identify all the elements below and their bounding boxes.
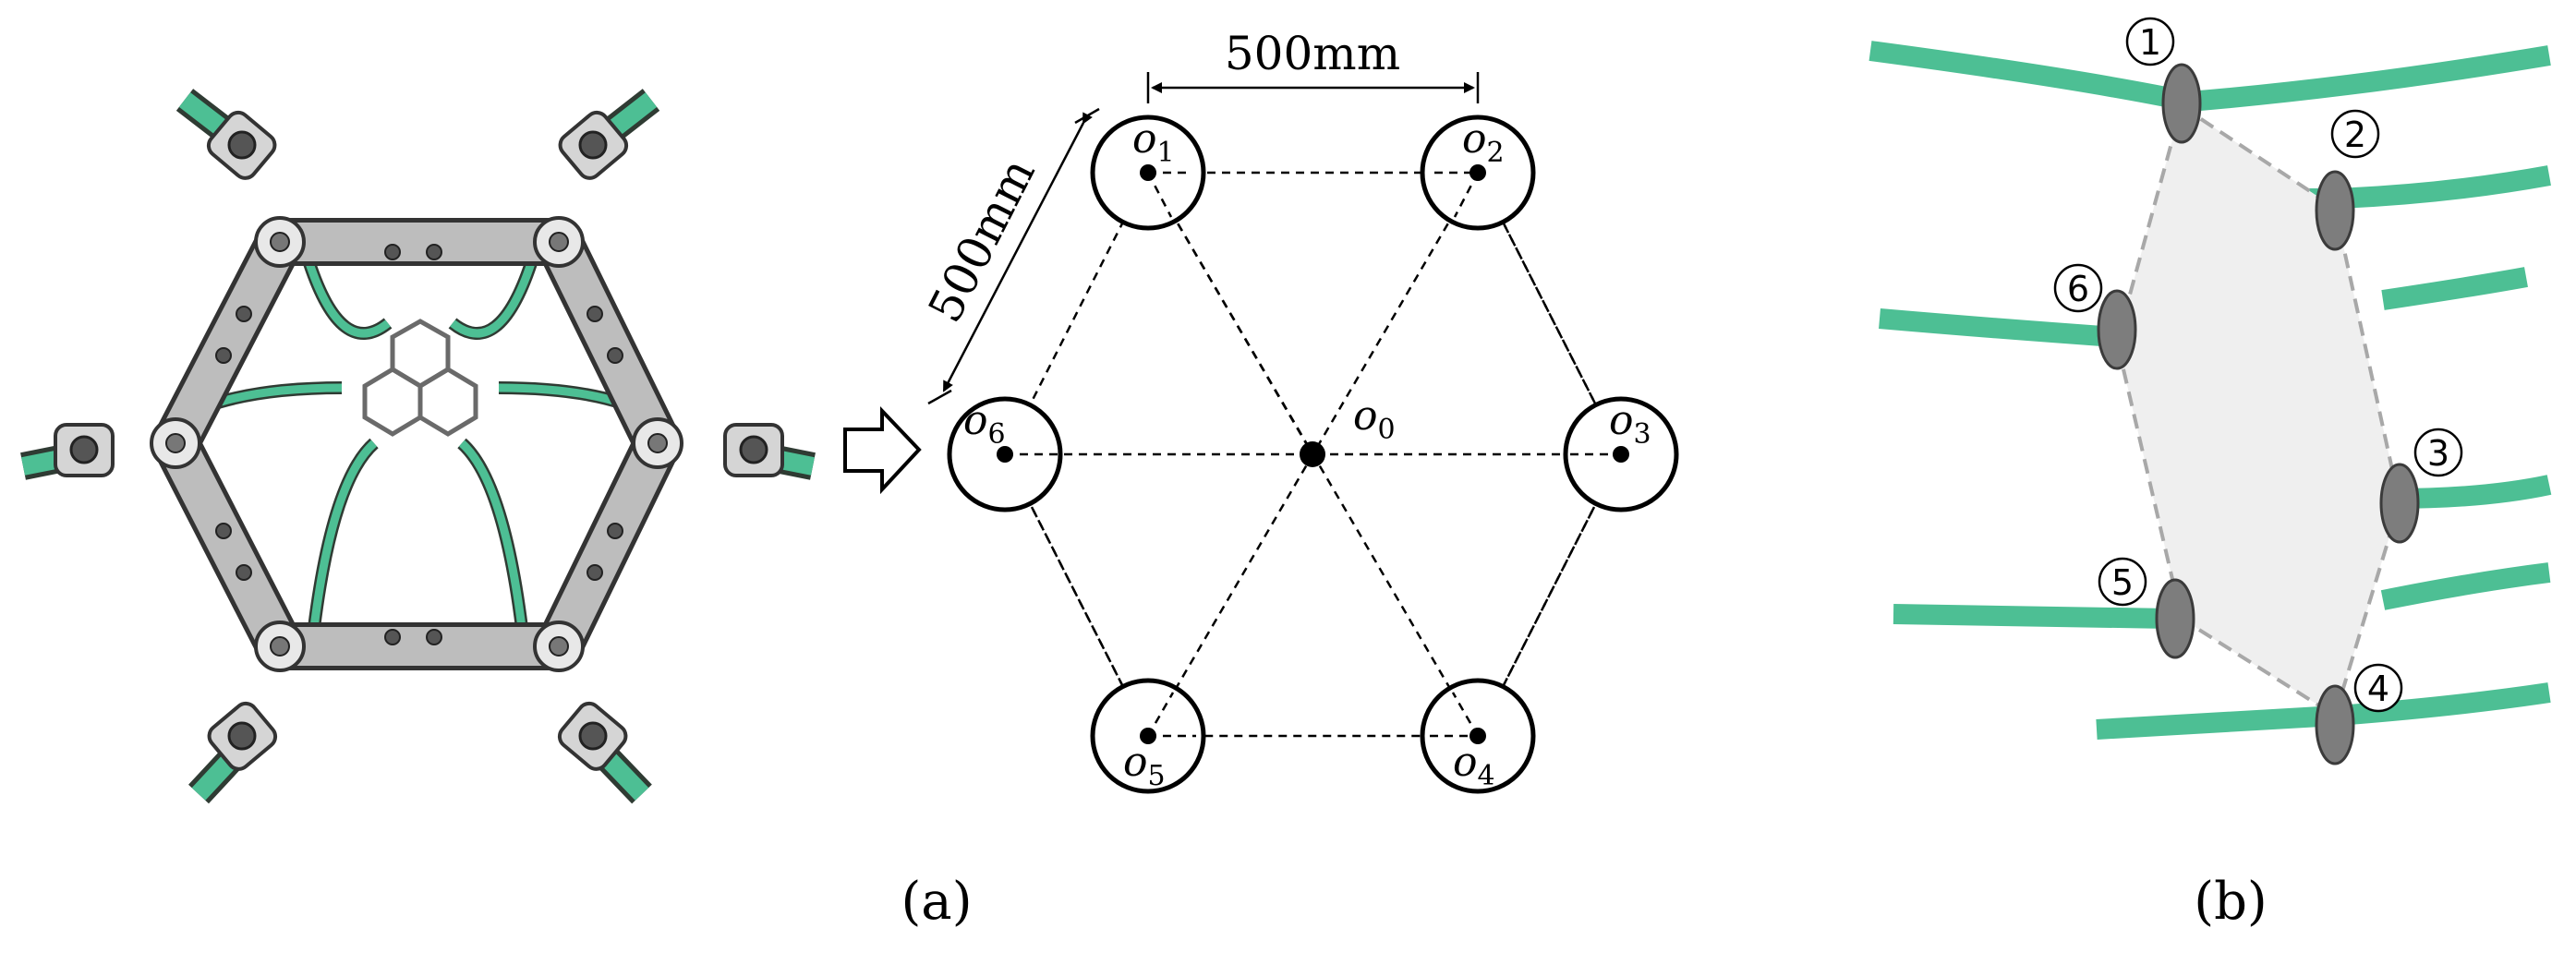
diagonal-dimension-label: 500mm [918, 150, 1046, 331]
label-o5: o5 [1123, 739, 1166, 792]
gripper-label-5: 5 [2098, 557, 2147, 607]
robot-outer-ropes [20, 89, 816, 804]
gripper-5 [2155, 578, 2195, 659]
svg-text:3: 3 [2427, 433, 2449, 474]
diagonal-dimension [927, 107, 1100, 405]
caption-a: (a) [901, 872, 972, 932]
rope-5 [1893, 604, 2171, 629]
caption-b: (b) [2194, 872, 2268, 932]
gripper-2 [2315, 170, 2355, 251]
rope-top [1869, 41, 2551, 113]
gripper-6 [2097, 289, 2137, 370]
gripper-1 [2161, 63, 2202, 144]
node-center-dots [997, 164, 1629, 744]
hexagon-geometry-diagram: o1 o2 o3 o4 o5 o6 o0 500mm 500mm [918, 27, 1679, 794]
gripper-3 [2379, 463, 2420, 544]
node-labels: o1 o2 o3 o4 o5 o6 o0 [963, 115, 1651, 792]
panel-b-grippers [2097, 63, 2420, 765]
svg-text:5: 5 [2111, 562, 2134, 603]
svg-text:1: 1 [2139, 22, 2161, 63]
gripper-label-2: 2 [2330, 109, 2380, 159]
gripper-4 [2315, 684, 2355, 765]
robot-center-hub [362, 319, 478, 437]
gripper-label-4: 4 [2353, 663, 2403, 713]
rope-6 [1879, 308, 2116, 347]
robot-frame-bolts [215, 244, 623, 645]
rope-mid-right [2380, 562, 2551, 610]
label-o3: o3 [1609, 397, 1651, 451]
horizontal-dimension [1146, 72, 1480, 103]
center-node-o0 [1300, 441, 1325, 467]
label-o6: o6 [963, 397, 1006, 451]
panel-b-grasp-area [2114, 102, 2402, 719]
gripper-label-3: 3 [2413, 428, 2463, 477]
label-o0: o0 [1353, 392, 1396, 446]
robot-frame [151, 218, 682, 670]
gripper-label-1: 1 [2125, 17, 2175, 66]
svg-text:2: 2 [2344, 114, 2366, 155]
svg-text:6: 6 [2067, 269, 2089, 309]
gripper-label-6: 6 [2053, 263, 2103, 313]
horizontal-dimension-label: 500mm [1225, 27, 1400, 80]
label-o4: o4 [1453, 739, 1495, 792]
robot-illustration [20, 89, 816, 804]
svg-text:4: 4 [2367, 669, 2389, 709]
panel-b-labels: 1 2 6 3 5 4 [2053, 17, 2463, 713]
rope-upper-right [2381, 267, 2528, 310]
right-outline-arrow-icon [843, 406, 922, 495]
label-o2: o2 [1462, 115, 1505, 169]
label-o1: o1 [1132, 115, 1175, 169]
